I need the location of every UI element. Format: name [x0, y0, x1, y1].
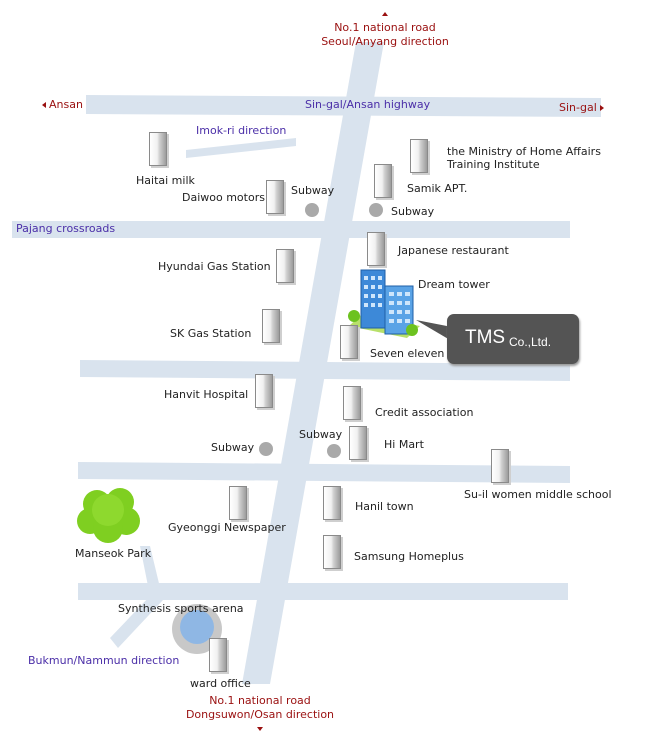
samik-label: Samik APT. — [407, 182, 468, 195]
sk-gas-building-icon — [262, 309, 280, 343]
park-tree-icon — [77, 488, 140, 543]
credit-association-building-icon — [343, 386, 361, 420]
subway-3-icon — [259, 442, 273, 456]
south-direction: No.1 national road Dongsuwon/Osan direct… — [175, 694, 345, 736]
west-arrow-icon — [42, 102, 46, 108]
seven-eleven-building-icon — [340, 325, 358, 359]
japanese-restaurant-building-icon — [367, 232, 385, 266]
hanil-town-label: Hanil town — [355, 500, 414, 513]
tms-pointer — [416, 320, 452, 340]
pajang-road — [12, 221, 570, 238]
haitai-milk-building-icon — [149, 132, 167, 166]
ward-office-building-icon — [209, 638, 227, 672]
gyeonggi-newspaper-label: Gyeonggi Newspaper — [168, 521, 286, 534]
hanvit-hospital-building-icon — [255, 374, 273, 408]
su-il-school-building-icon — [491, 449, 509, 483]
subway-1-label: Subway — [291, 184, 335, 197]
cross-road-3 — [80, 360, 570, 381]
east-direction: Sin-gal — [559, 101, 604, 115]
south-road-label: No.1 national road — [209, 694, 311, 707]
north-arrow-icon — [382, 12, 388, 16]
imok-ri-label: Imok-ri direction — [196, 124, 287, 137]
ministry-label: the Ministry of Home Affairs Training In… — [447, 145, 601, 171]
hi-mart-building-icon — [349, 426, 367, 460]
hyundai-gas-building-icon — [276, 249, 294, 283]
north-road-label: No.1 national road — [334, 21, 436, 34]
gyeonggi-newspaper-building-icon — [229, 486, 247, 520]
haitai-milk-label: Haitai milk — [136, 174, 195, 187]
hyundai-gas-label: Hyundai Gas Station — [158, 260, 271, 273]
hanil-town-building-icon — [323, 486, 341, 520]
imok-ri-road — [186, 138, 296, 158]
samsung-homeplus-building-icon — [323, 535, 341, 569]
east-arrow-icon — [599, 105, 604, 111]
daiwoo-motors-building-icon — [266, 180, 284, 214]
ministry-building-icon — [410, 139, 428, 173]
company-suffix: Co.,Ltd. — [509, 335, 552, 349]
manseok-park-label: Manseok Park — [75, 547, 152, 560]
ward-office-label: ward office — [190, 677, 251, 690]
samik-building-icon — [374, 164, 392, 198]
company-name: TMS — [465, 327, 506, 348]
north-dest-label: Seoul/Anyang direction — [321, 35, 449, 48]
west-label: Ansan — [49, 98, 83, 111]
dream-tower-building-icon — [348, 269, 420, 338]
hanvit-hospital-label: Hanvit Hospital — [164, 388, 249, 401]
daiwoo-motors-label: Daiwoo motors — [182, 191, 265, 204]
east-label: Sin-gal — [559, 101, 597, 114]
subway-1-icon — [305, 203, 319, 217]
japanese-restaurant-label: Japanese restaurant — [398, 244, 509, 257]
seven-eleven-label: Seven eleven — [370, 347, 445, 360]
sk-gas-label: SK Gas Station — [170, 327, 252, 340]
bukmun-label: Bukmun/Nammun direction — [28, 654, 180, 667]
subway-4-label: Subway — [299, 428, 343, 441]
cross-road-4 — [78, 462, 570, 483]
pajang-label: Pajang crossroads — [16, 222, 116, 235]
dream-tower-label: Dream tower — [418, 278, 490, 291]
sports-arena-pool — [180, 610, 214, 644]
south-dest-label: Dongsuwon/Osan direction — [185, 708, 335, 721]
company-callout: TMS Co.,Ltd. — [447, 314, 579, 364]
hi-mart-label: Hi Mart — [384, 438, 424, 451]
cross-road-5 — [78, 583, 568, 600]
credit-association-label: Credit association — [375, 406, 474, 419]
bukmun-road — [110, 546, 163, 648]
north-direction: No.1 national road Seoul/Anyang directio… — [300, 7, 470, 49]
subway-2-label: Subway — [391, 205, 435, 218]
subway-3-label: Subway — [211, 441, 255, 454]
subway-2-icon — [369, 203, 383, 217]
synthesis-arena-label: Synthesis sports arena — [118, 602, 244, 615]
highway-road — [86, 95, 601, 117]
highway-label: Sin-gal/Ansan highway — [305, 98, 431, 111]
subway-4-icon — [327, 444, 341, 458]
su-il-school-label: Su-il women middle school — [464, 488, 612, 501]
samsung-homeplus-label: Samsung Homeplus — [354, 550, 464, 563]
south-arrow-icon — [257, 727, 263, 731]
west-direction: Ansan — [42, 98, 83, 112]
